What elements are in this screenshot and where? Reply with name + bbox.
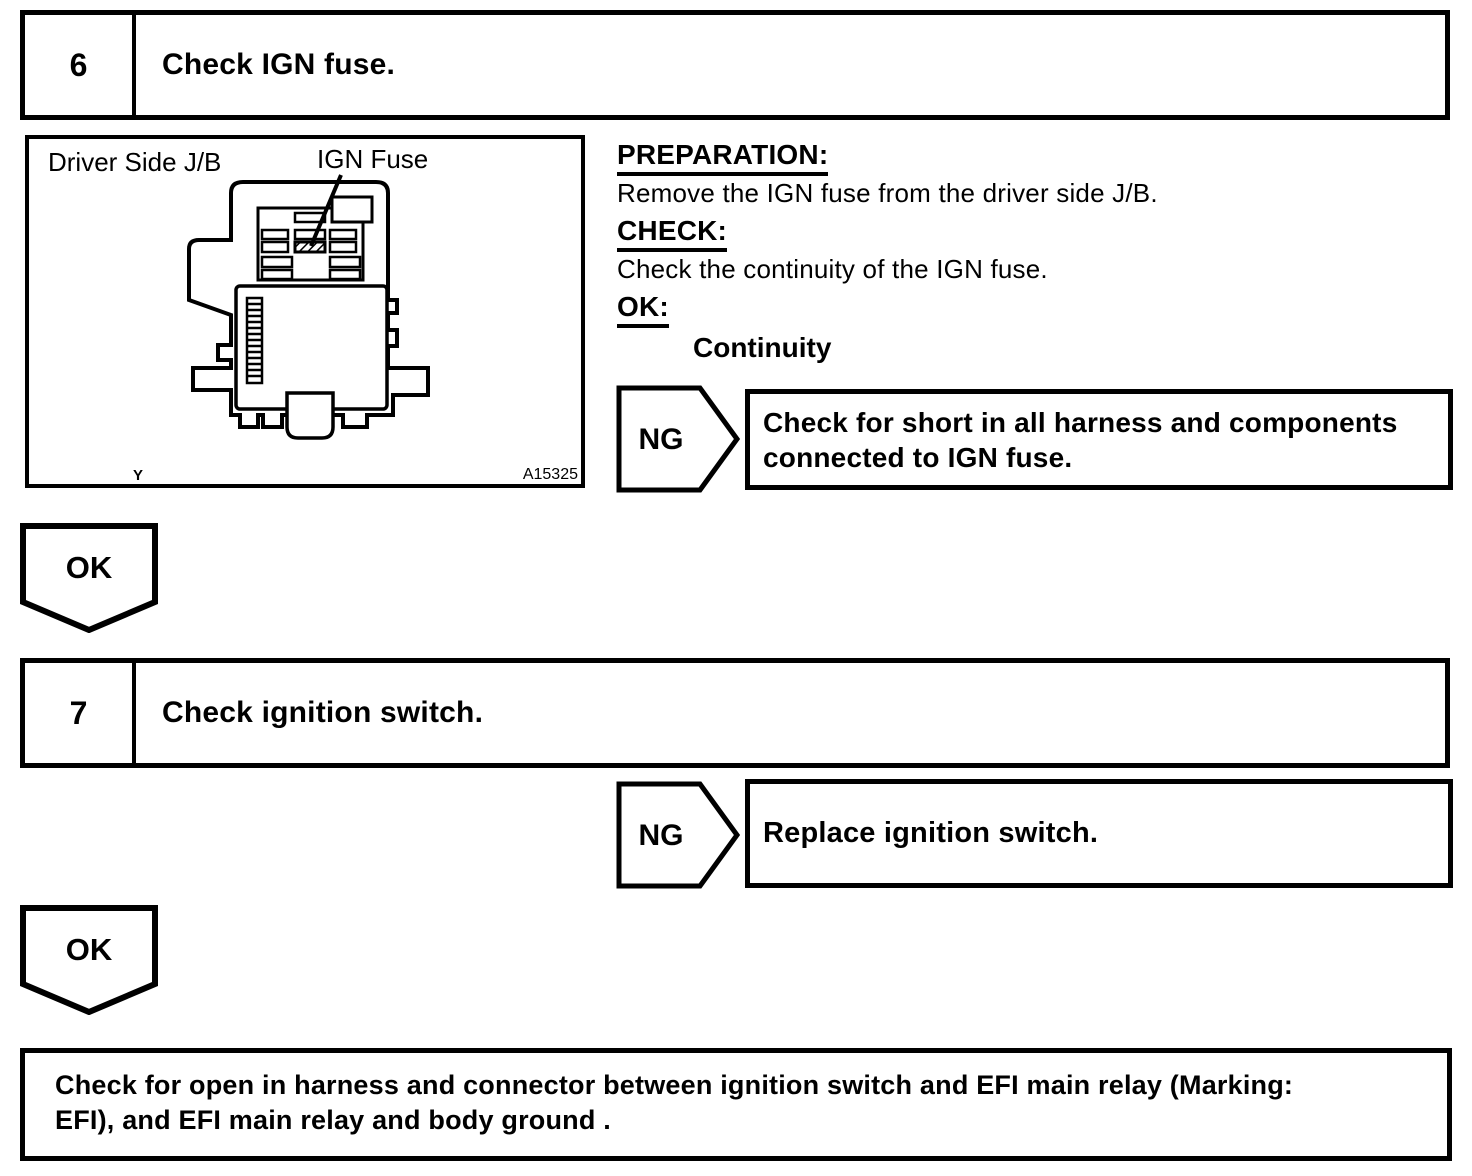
- fuse: [328, 255, 362, 269]
- ok1-label: OK: [66, 550, 113, 585]
- preparation-heading: PREPARATION:: [617, 140, 829, 176]
- bottom-connector: [285, 391, 335, 440]
- relay-box: [330, 195, 374, 224]
- ng2-action: Replace ignition switch.: [763, 817, 1099, 849]
- figure-corner-mark: Y: [133, 467, 143, 484]
- ng2-action-box: Replace ignition switch.: [745, 779, 1453, 888]
- jb-label: Driver Side J/B: [48, 147, 221, 177]
- fuse: [293, 228, 327, 241]
- fuse: [260, 268, 294, 281]
- ok-value: Continuity: [693, 332, 832, 363]
- ign-fuse-highlight: [293, 240, 327, 254]
- figure-ref-code: A15325: [523, 466, 578, 483]
- final-instruction-line1: Check for open in harness and connector …: [55, 1070, 1294, 1100]
- step7-title: Check ignition switch.: [162, 696, 484, 729]
- ng1-action-line1: Check for short in all harness and compo…: [763, 406, 1398, 438]
- fuse: [328, 228, 358, 241]
- fuse: [260, 228, 290, 241]
- ign-fuse-label: IGN Fuse: [317, 144, 428, 174]
- junction-block-illustration: Driver Side J/B IGN Fuse Y A15325: [48, 144, 578, 484]
- ok2-arrow: OK: [20, 905, 158, 1015]
- ng1-action-box: Check for short in all harness and compo…: [745, 389, 1453, 490]
- step6-number: 6: [25, 15, 136, 115]
- step6-header: 6 Check IGN fuse.: [20, 10, 1450, 120]
- step7-header: 7 Check ignition switch.: [20, 658, 1450, 768]
- ign-fuse-leader-line: [309, 174, 343, 247]
- ok1-arrow: OK: [20, 523, 158, 633]
- preparation-body: Remove the IGN fuse from the driver side…: [617, 178, 1158, 208]
- final-instruction-box: Check for open in harness and connector …: [20, 1048, 1452, 1161]
- step6-title: Check IGN fuse.: [162, 48, 396, 81]
- ng1-label: NG: [639, 423, 684, 456]
- fuse: [328, 240, 358, 254]
- junction-block-figure: Driver Side J/B IGN Fuse Y A15325: [25, 135, 585, 488]
- final-instruction-line2: EFI), and EFI main relay and body ground…: [55, 1105, 611, 1135]
- step7-number: 7: [25, 663, 136, 763]
- ng1-action-line2: connected to IGN fuse.: [763, 441, 1073, 473]
- fuse: [260, 255, 294, 269]
- ok-heading: OK:: [617, 292, 669, 328]
- ok2-label: OK: [66, 932, 113, 967]
- fuse: [328, 268, 362, 281]
- check-body: Check the continuity of the IGN fuse.: [617, 254, 1048, 284]
- connector-strip: [245, 296, 264, 385]
- ng1-arrow: NG: [616, 385, 740, 493]
- ng2-label: NG: [639, 819, 684, 852]
- ng2-arrow: NG: [616, 781, 740, 889]
- check-heading: CHECK:: [617, 216, 728, 252]
- fuse: [260, 240, 290, 254]
